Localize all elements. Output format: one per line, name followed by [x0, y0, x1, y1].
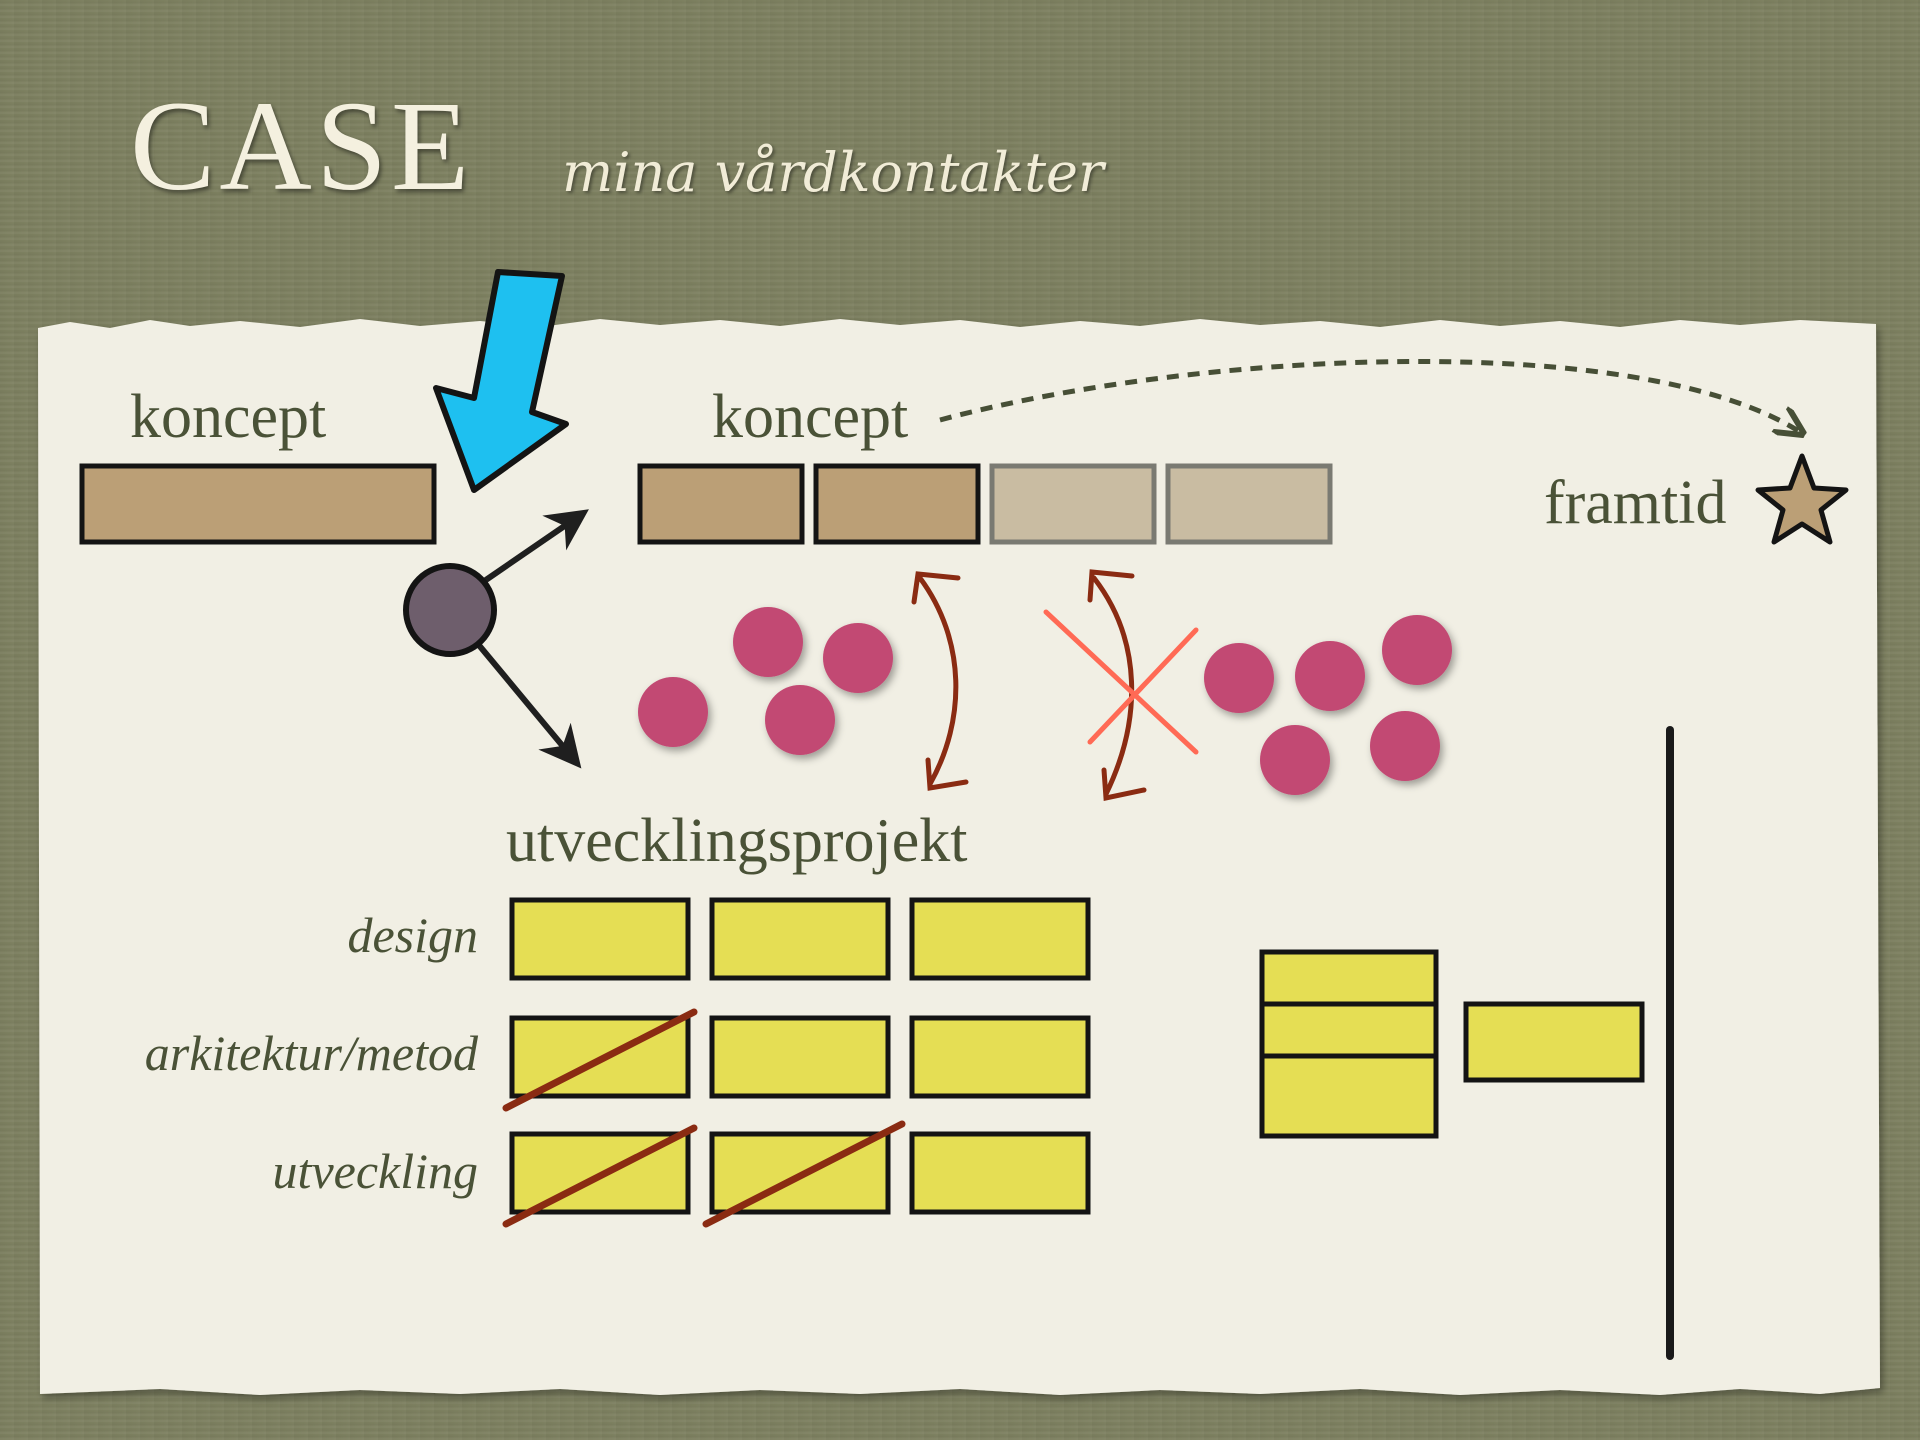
dot	[1295, 641, 1365, 711]
dot	[1204, 643, 1274, 713]
stacked-task-blocks	[1259, 949, 1439, 1139]
dot	[765, 685, 835, 755]
row-label-development: utveckling	[272, 1143, 478, 1199]
dot	[1260, 725, 1330, 795]
stack-block	[1259, 949, 1439, 1009]
stack-block	[1259, 1053, 1439, 1139]
task-block	[709, 1015, 891, 1099]
strike-slash	[502, 1124, 698, 1228]
row-label-design: design	[347, 907, 478, 963]
task-block	[909, 897, 1091, 981]
concept-block-current	[79, 463, 437, 545]
star-icon	[1755, 453, 1849, 545]
future-label: framtid	[1544, 469, 1727, 537]
row-label-architecture: arkitektur/metod	[144, 1025, 478, 1081]
strike-slash	[702, 1120, 906, 1228]
dot	[638, 677, 708, 747]
strike-marks	[502, 1008, 906, 1228]
bracket-arrow-right	[1087, 569, 1147, 802]
task-block	[909, 1015, 1091, 1099]
concept-label-current: koncept	[130, 383, 327, 451]
stack-block	[1259, 1001, 1439, 1061]
task-block	[709, 897, 891, 981]
pointer-arrow-icon	[433, 269, 569, 493]
task-grid	[509, 897, 1091, 1215]
dot	[1370, 711, 1440, 781]
concept-block-faded	[1165, 463, 1333, 545]
concept-label-next: koncept	[712, 383, 909, 451]
concept-block-faded	[989, 463, 1157, 545]
strike-slash	[502, 1008, 698, 1112]
concept-block-group	[637, 463, 1333, 545]
dot	[733, 607, 803, 677]
cross-icon	[1043, 609, 1199, 755]
branch-arrow-down	[465, 630, 582, 769]
dashed-arrow-to-future	[939, 359, 1800, 432]
single-task-block	[1463, 1001, 1645, 1083]
page-title: CASE	[130, 75, 474, 217]
task-block	[509, 897, 691, 981]
dot-cluster-right	[1204, 615, 1452, 795]
branch-arrow-up	[478, 509, 589, 587]
dot	[823, 623, 893, 693]
concept-block	[813, 463, 981, 545]
project-label: utvecklingsprojekt	[506, 807, 968, 875]
hub-node	[403, 563, 497, 657]
dot	[1382, 615, 1452, 685]
page-subtitle: mina vårdkontakter	[562, 141, 1104, 204]
bracket-arrow-left	[911, 571, 969, 791]
concept-block	[637, 463, 805, 545]
task-block	[909, 1131, 1091, 1215]
dot-cluster-left	[638, 607, 893, 755]
